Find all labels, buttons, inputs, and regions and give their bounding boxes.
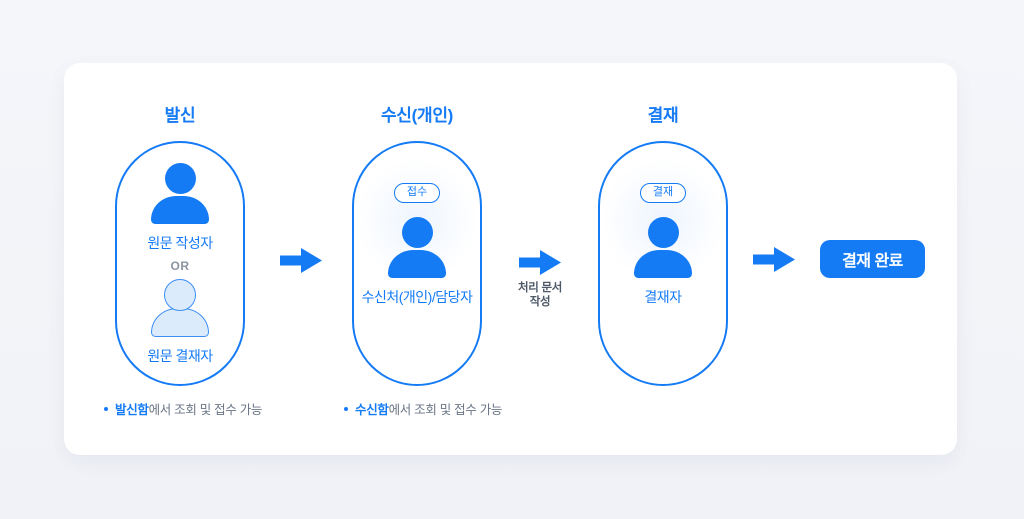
original-approver-person-icon	[151, 279, 209, 337]
approval-pill: 결재 결재자	[598, 141, 728, 386]
receive-note-text: 에서 조회 및 접수 가능	[388, 403, 503, 417]
process-document-caption: 처리 문서 작성	[490, 281, 590, 309]
recipient-label: 수신처(개인)/담당자	[361, 289, 473, 305]
approver-person-icon	[634, 217, 692, 278]
flow-arrow-icon	[753, 246, 795, 273]
flow-arrow-icon	[280, 247, 322, 274]
bullet-dot-icon	[344, 406, 348, 411]
person-head	[164, 279, 196, 311]
send-note-text: 에서 조회 및 접수 가능	[148, 403, 263, 417]
or-separator: OR	[170, 259, 190, 273]
receipt-badge: 접수	[393, 183, 441, 203]
person-head	[164, 163, 196, 194]
person-body	[388, 250, 446, 278]
person-head	[401, 217, 433, 248]
person-body	[151, 196, 209, 224]
approval-column-title: 결재	[647, 106, 679, 125]
caption-line-2: 작성	[529, 296, 551, 308]
caption-line-1: 처리 문서	[517, 282, 562, 294]
author-person-icon	[151, 163, 209, 224]
person-body	[634, 250, 692, 278]
person-body	[151, 308, 209, 337]
author-label: 원문 작성자	[147, 235, 213, 251]
bullet-dot-icon	[104, 406, 108, 411]
approver-label: 결재자	[644, 289, 682, 305]
receive-note-highlight: 수신함	[355, 403, 389, 417]
send-column-title: 발신	[164, 106, 196, 125]
send-note-highlight: 발신함	[115, 403, 149, 417]
diagram-card: 발신 수신(개인) 결재 원문 작성자 OR 원문 결재자 접수 수신처(개인)…	[64, 63, 957, 455]
approval-complete-badge: 결재 완료	[820, 240, 925, 278]
receive-pill: 접수 수신처(개인)/담당자	[352, 141, 482, 386]
approval-badge: 결재	[639, 183, 687, 203]
flow-arrow-icon	[519, 249, 561, 276]
person-head	[647, 217, 679, 248]
original-approver-label: 원문 결재자	[147, 348, 213, 364]
recipient-person-icon	[388, 217, 446, 278]
receive-column-title: 수신(개인)	[380, 106, 454, 125]
send-pill: 원문 작성자 OR 원문 결재자	[115, 141, 245, 386]
